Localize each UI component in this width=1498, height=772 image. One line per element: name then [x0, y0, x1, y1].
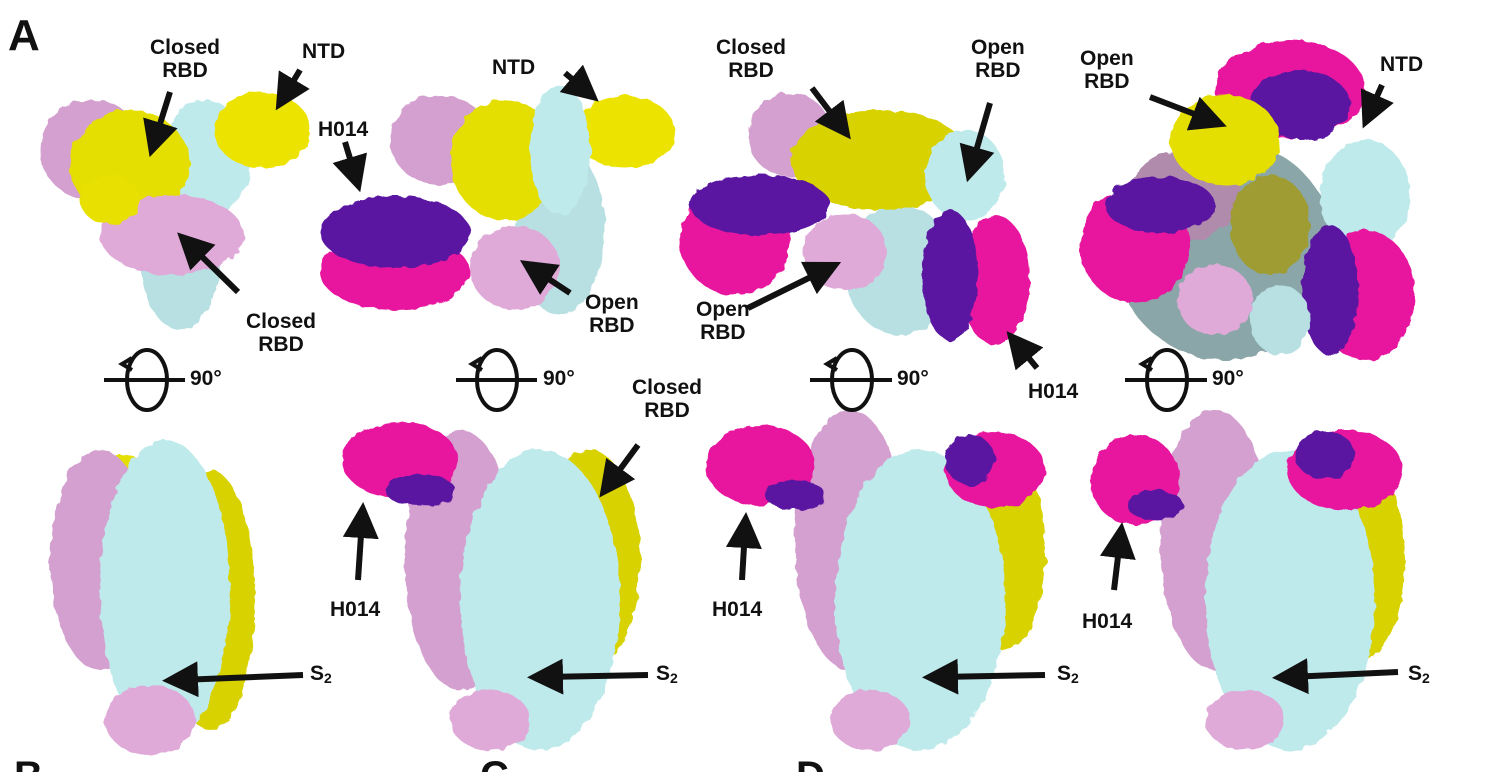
- arrow-col4-ntd: [1360, 83, 1394, 129]
- arrow-col2-closed-rbd: [599, 443, 641, 498]
- structure-col2-top: [320, 85, 675, 315]
- arrow-col4-h014: [1099, 522, 1136, 591]
- arrow-col3-h014: [725, 512, 762, 581]
- rotation-icon-col2: [456, 348, 537, 412]
- rotation-symbols: [104, 348, 1207, 412]
- arrow-col4-s2: [1272, 658, 1399, 695]
- rotation-icon-col3: [810, 348, 892, 412]
- label-col2-open-rbd: Open RBD: [585, 291, 639, 337]
- structure-col1-top: [40, 92, 310, 330]
- arrow-col1-closed-rbd-b: [177, 232, 241, 295]
- label-col4-open-rbd: Open RBD: [1080, 47, 1134, 93]
- arrow-col3-open-rbd-a: [746, 261, 842, 311]
- structure-col3-bottom: [705, 410, 1045, 750]
- label-col4-ntd: NTD: [1380, 53, 1424, 76]
- arrow-col2-ntd: [559, 64, 599, 102]
- label-col2-h014: H014: [318, 118, 369, 141]
- label-col1-ntd: NTD: [302, 40, 346, 63]
- arrows: [143, 64, 1399, 698]
- structure-col2-bottom: [342, 422, 640, 750]
- label-col2-closed-rbd: Closed RBD: [632, 376, 703, 422]
- next-panel-letter-b: B: [14, 756, 43, 772]
- arrow-col2-h014: [332, 141, 368, 193]
- rotation-icon-col4: [1125, 348, 1207, 412]
- label-col3-open-rbd-a: Open RBD: [696, 298, 750, 344]
- arrow-col2-s2: [527, 658, 649, 695]
- arrow-col1-ntd: [275, 68, 310, 111]
- label-col3-open-rbd-b: Open RBD: [971, 36, 1025, 82]
- arrow-col4-open-rbd: [1148, 94, 1227, 131]
- rotation-label-col4: 90°: [1212, 367, 1244, 390]
- arrow-col3-closed-rbd: [809, 86, 851, 140]
- arrow-col3-open-rbd-b: [959, 102, 995, 183]
- arrow-col3-h014: [1006, 331, 1044, 371]
- next-panel-letter-c: C: [480, 756, 509, 772]
- arrow-col2-h014: [342, 502, 379, 581]
- label-col1-closed-rbd-a: Closed RBD: [150, 36, 221, 82]
- label-col2-s2: S2: [656, 662, 678, 686]
- label-col4-s2: S2: [1408, 662, 1430, 686]
- label-col1-closed-rbd-b: Closed RBD: [246, 310, 317, 356]
- rotation-label-col1: 90°: [190, 367, 222, 390]
- arrow-col3-s2: [922, 658, 1046, 695]
- next-panel-letter-d: D: [796, 756, 825, 772]
- label-col3-h014: H014: [1028, 380, 1079, 403]
- label-col3-closed-rbd: Closed RBD: [716, 36, 787, 82]
- label-col2-ntd: NTD: [492, 56, 536, 79]
- structure-col4-bottom: [1090, 410, 1405, 750]
- rotation-label-col2: 90°: [543, 367, 575, 390]
- rotation-label-col3: 90°: [897, 367, 929, 390]
- label-col3-h014-bottom: H014: [712, 598, 763, 621]
- arrow-col1-closed-rbd-a: [143, 91, 178, 158]
- rotation-icon-col1: [104, 348, 185, 412]
- label-col3-s2: S2: [1057, 662, 1079, 686]
- label-col4-h014-bottom: H014: [1082, 610, 1133, 633]
- arrow-col2-open-rbd: [519, 260, 572, 296]
- structure-col1-bottom: [50, 440, 255, 755]
- structure-col4-top: [1080, 40, 1415, 360]
- panel-letter: A: [8, 11, 40, 60]
- arrow-col1-s2: [162, 661, 304, 698]
- label-col1-s2: S2: [310, 662, 332, 686]
- label-col2-h014-bottom: H014: [330, 598, 381, 621]
